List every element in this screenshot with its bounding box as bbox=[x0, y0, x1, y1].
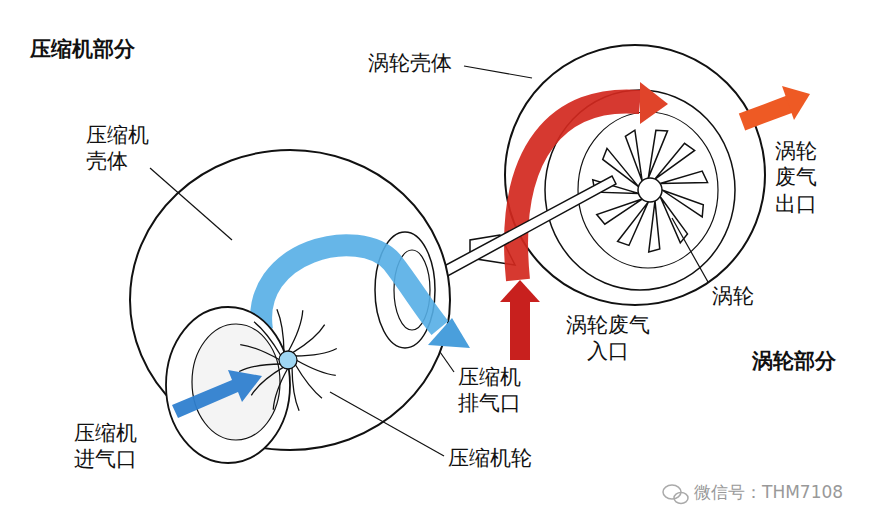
exhaust-inlet-arrow-head bbox=[500, 280, 540, 302]
flow-label: 压缩机 排气口 bbox=[458, 364, 521, 417]
compressor-blade bbox=[277, 309, 284, 353]
compressor-blade bbox=[288, 310, 303, 352]
watermark-icon bbox=[663, 485, 688, 504]
turbine-blade bbox=[655, 143, 695, 179]
part-label: 压缩机 壳体 bbox=[86, 122, 149, 175]
leader-line bbox=[440, 352, 454, 372]
compressor-blade bbox=[254, 322, 281, 356]
compressor-blade bbox=[240, 345, 280, 360]
turbine-blade bbox=[597, 199, 642, 224]
turbine-blade bbox=[649, 201, 660, 252]
leader-line bbox=[464, 66, 532, 78]
turbine-hub bbox=[638, 178, 662, 202]
part-label: 涡轮 bbox=[712, 283, 754, 309]
section-title: 涡轮部分 bbox=[752, 348, 836, 374]
leader-lines bbox=[150, 66, 708, 456]
flow-label: 涡轮废气 入口 bbox=[566, 312, 650, 365]
compressed-air-flow-head bbox=[428, 318, 470, 348]
watermark: 微信号：THM7108 bbox=[694, 482, 843, 503]
intake-air-arrow bbox=[172, 370, 262, 418]
compressor-housing bbox=[130, 150, 450, 450]
turbine-blade bbox=[660, 196, 687, 242]
part-label: 压缩机轮 bbox=[448, 445, 532, 471]
compressor-blade bbox=[295, 364, 322, 398]
exhaust-flow-head bbox=[640, 82, 668, 124]
compressor-wheel bbox=[239, 309, 337, 410]
compressor-blade bbox=[292, 325, 325, 353]
compressor-blade bbox=[239, 364, 281, 372]
part-label: 涡轮壳体 bbox=[368, 50, 452, 76]
exhaust-inlet-arrow bbox=[510, 300, 530, 360]
compressor-inlet bbox=[166, 307, 290, 463]
compressor-blade bbox=[296, 360, 336, 375]
leader-line bbox=[330, 392, 444, 456]
turbine-housing bbox=[505, 45, 765, 305]
leader-line bbox=[672, 218, 708, 282]
flow-label: 涡轮 废气 出口 bbox=[775, 138, 817, 217]
turbine-blade bbox=[625, 130, 642, 181]
flow-label: 压缩机 进气口 bbox=[74, 420, 137, 473]
compressed-air-flow bbox=[261, 245, 440, 330]
turbine-blade bbox=[660, 171, 707, 183]
turbine-wheel bbox=[593, 130, 708, 252]
leader-line bbox=[150, 168, 232, 240]
section-title: 压缩机部分 bbox=[30, 36, 135, 62]
compressor-blade bbox=[273, 368, 288, 410]
compressor-blade bbox=[292, 367, 299, 411]
compressor-hub bbox=[279, 351, 297, 369]
compressor-blade bbox=[295, 348, 337, 356]
exhaust-flow bbox=[516, 101, 640, 280]
exhaust-outlet-arrow-head bbox=[782, 86, 810, 120]
exhaust-outlet-arrow bbox=[742, 104, 790, 122]
